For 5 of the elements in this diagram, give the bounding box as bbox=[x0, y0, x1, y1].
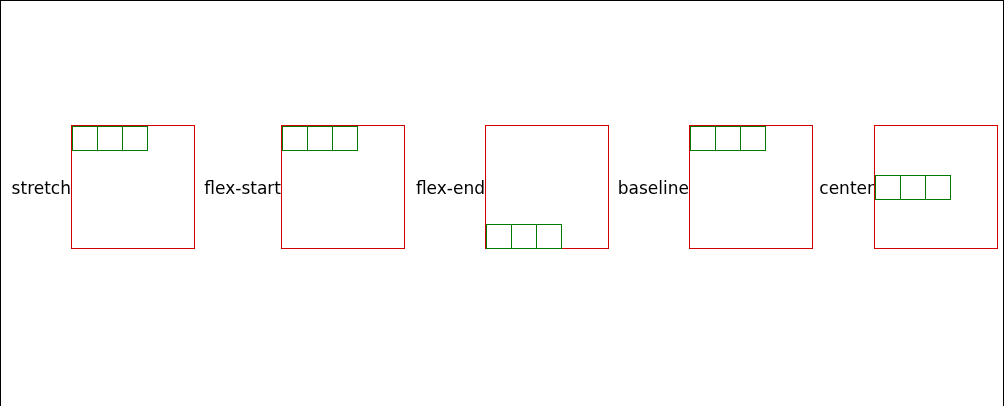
option-label: flex-start bbox=[204, 178, 281, 198]
option-label: center bbox=[819, 178, 874, 198]
option-label: baseline bbox=[617, 178, 689, 198]
option-label: flex-end bbox=[415, 178, 485, 198]
option-label: stretch bbox=[11, 178, 71, 198]
